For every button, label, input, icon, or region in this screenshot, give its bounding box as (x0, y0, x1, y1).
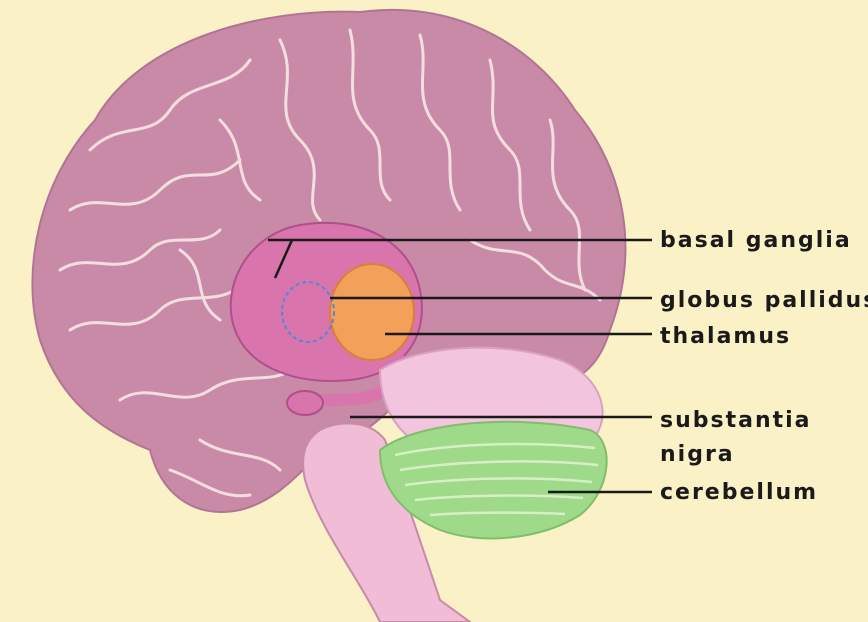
label-thalamus: thalamus (660, 324, 791, 350)
label-substantia-nigra-line1: substantia (660, 408, 812, 434)
label-cerebellum: cerebellum (660, 480, 818, 506)
thalamus-shape (330, 264, 414, 360)
label-basal-ganglia: basal ganglia (660, 228, 852, 254)
amygdala (287, 391, 323, 415)
label-globus-pallidus: globus pallidus (660, 288, 868, 314)
label-substantia-nigra-line2: nigra (660, 442, 735, 468)
